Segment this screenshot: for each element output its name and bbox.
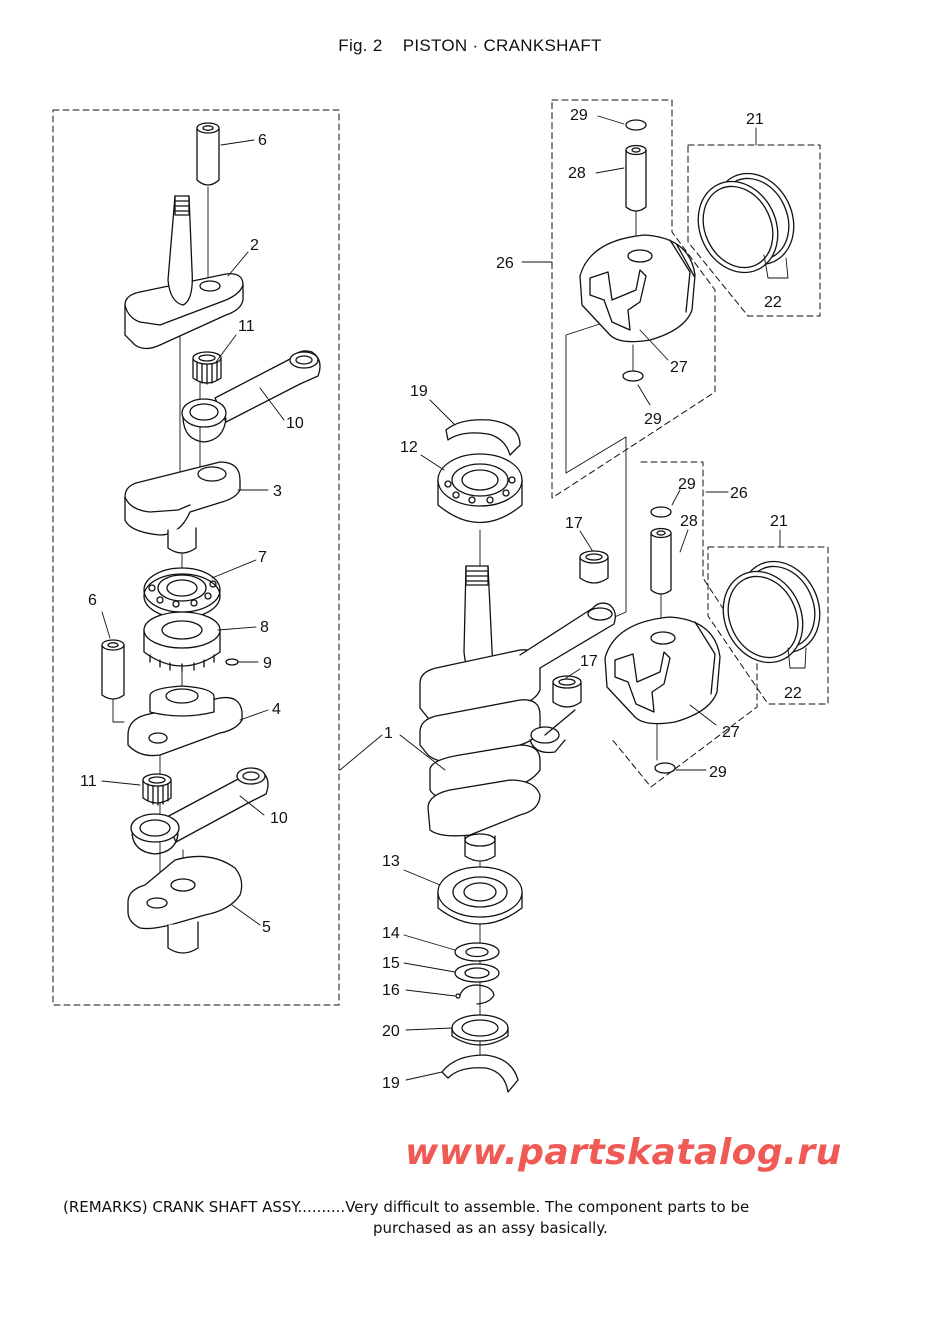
callout-5: 5 [262,919,271,936]
clip-29-bottom-upper [622,370,644,382]
crank-nut-8 [143,611,221,672]
remarks-line-1: (REMARKS) CRANK SHAFT ASSY..........Very… [63,1198,750,1216]
crankshaft-upper-web [124,195,244,350]
clip-29-bottom-lower [654,762,676,774]
crankshaft-bottom-web-5 [127,855,243,954]
callout-6-top: 6 [258,132,267,149]
callout-12: 12 [400,439,418,456]
needle-bearing-17-upper [579,550,609,584]
figure-number: Fig. 2 [338,36,383,55]
callout-26-lower: 26 [730,485,748,502]
callout-29-d: 29 [709,764,727,781]
callout-10-upper: 10 [286,415,304,432]
callout-20: 20 [382,1023,400,1040]
piston-pin-28-lower [650,527,672,595]
connecting-rod-upper [181,350,321,443]
leader-lines [101,115,807,1081]
callout-labels: 6 2 11 10 3 7 8 9 6 4 11 10 5 1 19 12 17… [80,107,802,1092]
crankshaft-assembly-1 [419,565,616,862]
callout-21-lower: 21 [770,513,788,530]
callout-17-lower: 17 [580,653,598,670]
callout-22-upper: 22 [764,294,782,311]
piston-pin-28-upper [625,144,647,212]
washer-14 [454,942,500,962]
callout-29-c: 29 [678,476,696,493]
piston-27-upper [579,234,696,343]
callout-11-lower: 11 [80,773,97,790]
callout-7: 7 [258,549,267,566]
connecting-rod-lower [130,767,269,855]
crankshaft-middle-web [124,461,241,554]
callout-29-b: 29 [644,411,662,428]
watermark-text: www.partskatalog.ru [405,1132,842,1173]
callout-28-lower: 28 [680,513,698,530]
circlip-16 [455,984,495,1005]
oil-seal-20 [451,1014,509,1046]
clip-29-top-upper [625,119,647,131]
needle-bearing-upper [192,351,222,385]
crank-pin-lower [101,639,125,700]
figure-title: Fig. 2 PISTON · CRANKSHAFT [0,36,940,56]
crankshaft-assy-group-box [52,109,340,1006]
callout-10-lower: 10 [270,810,288,827]
callout-2: 2 [250,237,259,254]
ring-group-box-upper [687,144,821,317]
figure-caption: PISTON · CRANKSHAFT [402,36,602,55]
shim-15 [454,963,500,983]
callout-1: 1 [384,725,393,742]
needle-bearing-17-lower [552,675,582,708]
crank-pin-top [196,122,220,186]
remarks-line-2: purchased as an assy basically. [373,1219,608,1237]
callout-8: 8 [260,619,269,636]
clip-29-top-lower [650,506,672,518]
callout-3: 3 [273,483,282,500]
locating-pin-9 [225,658,239,666]
callout-6-lower: 6 [88,592,97,609]
callout-17-upper: 17 [565,515,583,532]
callout-27-lower: 27 [722,724,740,741]
crankshaft-lower-web-4 [127,685,243,757]
callout-4: 4 [272,701,281,718]
lower-ball-bearing-13 [437,866,523,925]
needle-bearing-lower [142,773,172,806]
callout-19-top: 19 [410,383,428,400]
callout-13: 13 [382,853,400,870]
ring-group-box-lower [707,546,829,705]
callout-21-upper: 21 [746,111,764,128]
callout-11-upper: 11 [238,318,255,335]
retaining-half-ring-top [445,419,521,456]
piston-group-box-upper [551,99,716,499]
callout-9: 9 [263,655,272,672]
callout-15: 15 [382,955,400,972]
piston-rings-21-lower [722,560,821,664]
main-ball-bearing-12 [437,453,523,524]
callout-19-bottom: 19 [382,1075,400,1092]
callout-27-upper: 27 [670,359,688,376]
callout-28-upper: 28 [568,165,586,182]
main-ball-bearing-7 [143,567,221,619]
piston-27-lower [604,616,721,725]
callout-22-lower: 22 [784,685,802,702]
retaining-half-ring-bottom [441,1054,519,1093]
piston-rings-21-upper [697,172,795,274]
callout-29-a: 29 [570,107,588,124]
callout-16: 16 [382,982,400,999]
callout-26-upper: 26 [496,255,514,272]
callout-14: 14 [382,925,400,942]
